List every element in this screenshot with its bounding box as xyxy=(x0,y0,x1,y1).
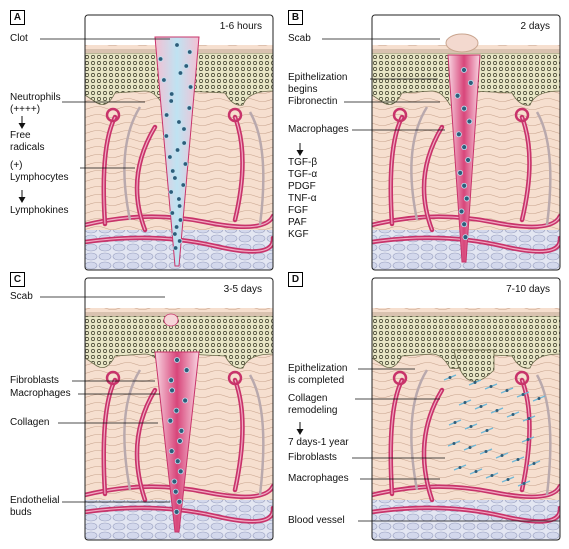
panel-d-illustration xyxy=(371,277,561,541)
factor-fgf: FGF xyxy=(288,205,308,216)
label-collagen-remodeling: Collagen remodeling xyxy=(288,393,338,416)
panel-a-illustration xyxy=(84,14,274,271)
label-fibronectin: Fibronectin xyxy=(288,96,338,107)
label-7days-1year: 7 days-1 year xyxy=(288,437,349,448)
panel-a-time: 1-6 hours xyxy=(219,21,262,32)
label-epithelization-completed: Epithelization is completed xyxy=(288,363,348,386)
panel-b-illustration xyxy=(371,14,561,271)
label-lymphokines: Lymphokines xyxy=(10,205,69,216)
label-macrophages-b: Macrophages xyxy=(288,124,349,135)
label-epithelization-begins: Epithelization begins xyxy=(288,72,348,95)
panel-b-time: 2 days xyxy=(520,21,550,32)
label-neutrophils: Neutrophils (++++) xyxy=(10,92,61,115)
label-fibroblasts-d: Fibroblasts xyxy=(288,452,337,463)
panel-c-badge: C xyxy=(10,272,25,287)
label-scab-c: Scab xyxy=(10,291,33,302)
label-free-radicals: Free radicals xyxy=(10,130,45,153)
panel-d-badge: D xyxy=(288,272,303,287)
label-clot: Clot xyxy=(10,33,28,44)
panel-c-illustration xyxy=(84,277,274,541)
label-endothelial-buds: Endothelial buds xyxy=(10,495,60,518)
label-fibroblasts-c: Fibroblasts xyxy=(10,375,59,386)
factor-paf: PAF xyxy=(288,217,307,228)
label-lymphocytes: (+) Lymphocytes xyxy=(10,160,69,183)
label-blood-vessel: Blood vessel xyxy=(288,515,345,526)
panel-c-time: 3-5 days xyxy=(223,284,262,295)
panel-b-badge: B xyxy=(288,10,303,25)
factor-tgf-beta: TGF-β xyxy=(288,157,318,168)
panel-a-badge: A xyxy=(10,10,25,25)
label-scab-b: Scab xyxy=(288,33,311,44)
factor-tnf-alpha: TNF-α xyxy=(288,193,317,204)
label-collagen: Collagen xyxy=(10,417,50,428)
label-macrophages-c: Macrophages xyxy=(10,388,71,399)
factor-kgf: KGF xyxy=(288,229,309,240)
factor-pdgf: PDGF xyxy=(288,181,316,192)
label-macrophages-d: Macrophages xyxy=(288,473,349,484)
factor-tgf-alpha: TGF-α xyxy=(288,169,318,180)
panel-d-time: 7-10 days xyxy=(506,284,550,295)
